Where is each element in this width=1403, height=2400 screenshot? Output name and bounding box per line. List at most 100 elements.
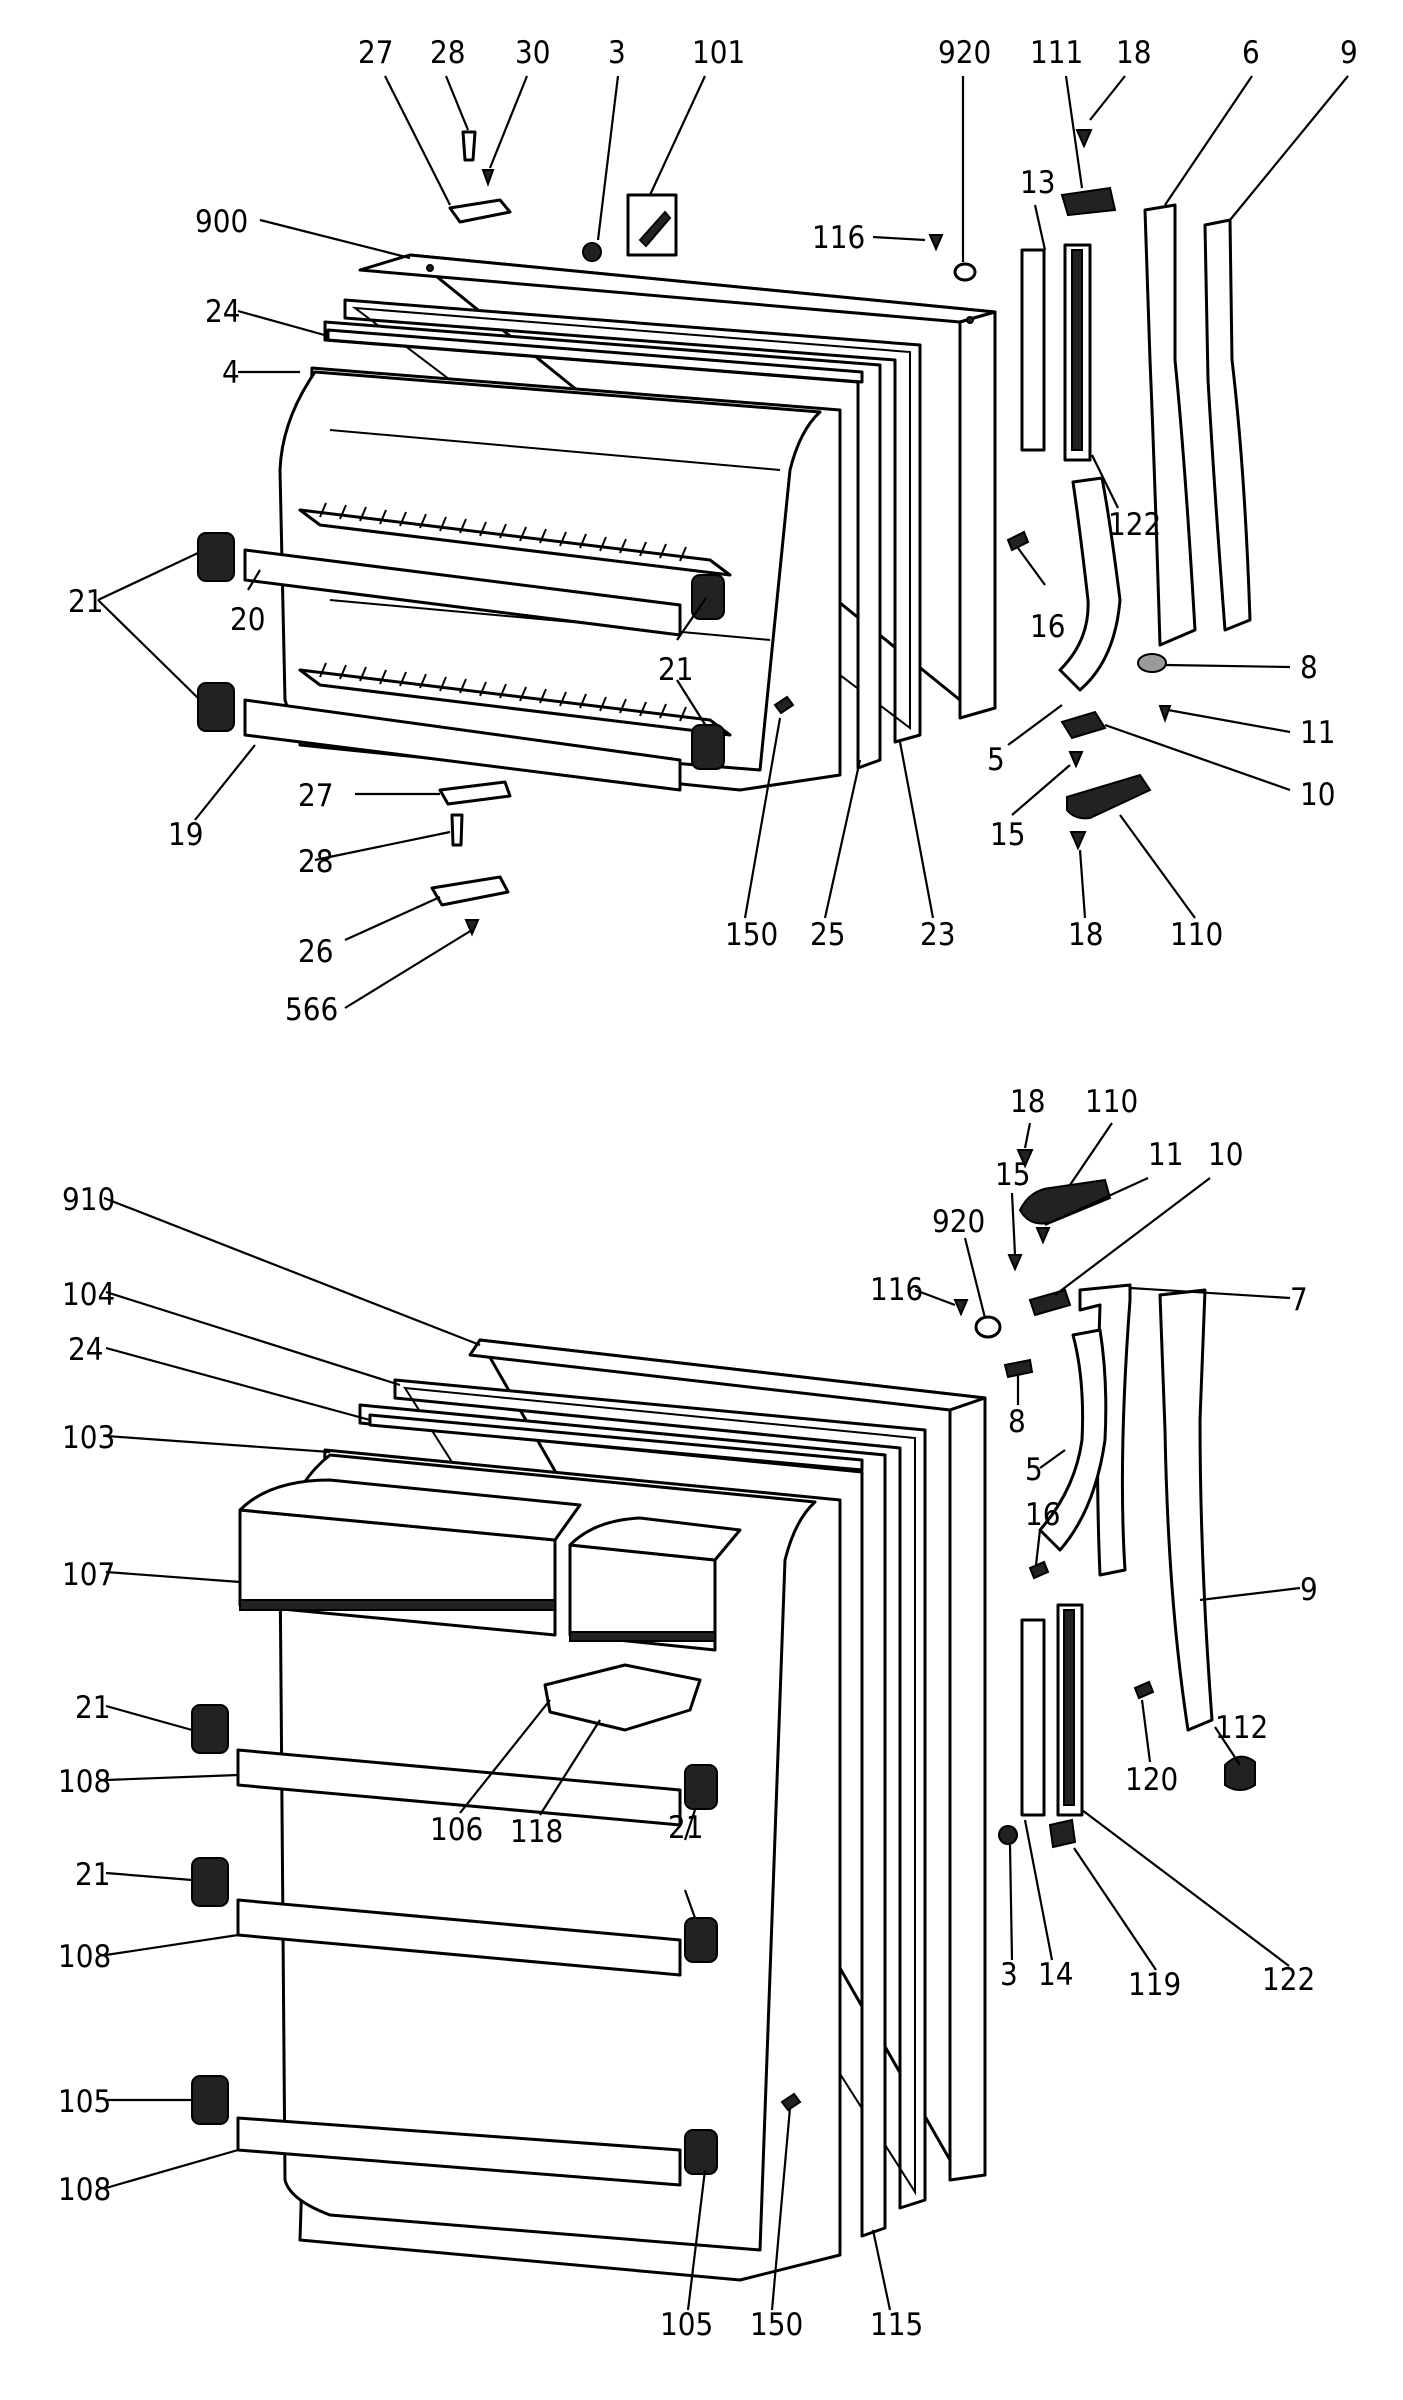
lower-callout-labels: 18 110 11 10 910 15 920 104 116 7 24 8 1… — [58, 1084, 1318, 2343]
callout-label: 27 — [358, 35, 393, 71]
screw-116-lower — [953, 1299, 969, 1317]
pin-28-bottom — [450, 813, 464, 847]
callout-label: 6 — [1242, 35, 1260, 71]
callout-label: 20 — [230, 602, 265, 638]
screw-11 — [1158, 705, 1172, 723]
callout-label: 150 — [725, 917, 778, 953]
callout-label: 11 — [1148, 1137, 1183, 1173]
callout-label: 5 — [987, 742, 1005, 778]
egg-tray-118 — [543, 1663, 702, 1732]
screw-150 — [773, 695, 795, 715]
shelf-19 — [243, 662, 732, 792]
callout-label: 910 — [62, 1182, 115, 1218]
callout-label: 122 — [1262, 1962, 1315, 1998]
channel-122-lower — [1056, 1603, 1084, 1817]
callout-label: 26 — [298, 934, 333, 970]
callout-label: 920 — [938, 35, 991, 71]
trim-24-lower — [368, 1413, 864, 1472]
callout-label: 18 — [1116, 35, 1151, 71]
shelf-rail-108-bottom — [236, 2116, 682, 2187]
callout-label: 108 — [58, 1939, 111, 1975]
callout-label: 21 — [75, 1690, 110, 1726]
callout-label: 4 — [222, 355, 240, 391]
pin-28-top — [461, 130, 477, 162]
hinge-110 — [1066, 773, 1152, 820]
screw-11-lower — [1035, 1227, 1051, 1245]
callout-label: 150 — [750, 2307, 803, 2343]
handle-5 — [1058, 476, 1122, 692]
shelf-rail-108-top — [236, 1748, 682, 1827]
callout-label: 9 — [1340, 35, 1358, 71]
callout-label: 3 — [608, 35, 626, 71]
callout-label: 106 — [430, 1812, 483, 1848]
door-liner-4 — [278, 366, 842, 792]
upper-door-assembly: 27 28 30 3 101 920 111 18 6 9 900 116 13… — [68, 35, 1358, 1028]
callout-label: 8 — [1300, 650, 1318, 686]
screw-30 — [481, 169, 495, 187]
screw-16 — [1006, 530, 1030, 552]
callout-label: 110 — [1085, 1084, 1138, 1120]
screw-16-lower — [1028, 1560, 1050, 1580]
screw-566 — [464, 919, 480, 937]
callout-label: 27 — [298, 778, 333, 814]
hinge-plate-26 — [430, 875, 510, 907]
callout-label: 103 — [62, 1420, 115, 1456]
callout-label: 118 — [510, 1814, 563, 1850]
callout-label: 116 — [870, 1272, 923, 1308]
callout-label: 13 — [1020, 165, 1055, 201]
callout-label: 19 — [168, 817, 203, 853]
shelf-end-cap-21-right-mid-lower — [684, 1917, 718, 1963]
callout-label: 7 — [1290, 1282, 1308, 1318]
callout-label: 16 — [1030, 609, 1065, 645]
screw-18-bottom — [1069, 831, 1087, 851]
handle-6 — [1143, 203, 1197, 647]
plug-920 — [953, 262, 977, 282]
callout-label: 122 — [1108, 507, 1161, 543]
dairy-door-106 — [568, 1516, 742, 1652]
shelf-end-cap-105-left — [191, 2075, 229, 2125]
washer-8 — [1137, 653, 1167, 673]
callout-label: 28 — [298, 844, 333, 880]
callout-label: 900 — [195, 204, 248, 240]
hinge-110-lower — [1018, 1178, 1112, 1225]
callout-label: 110 — [1170, 917, 1223, 953]
callout-label: 104 — [62, 1277, 115, 1313]
bracket-10 — [1060, 710, 1107, 740]
trim-strip-9 — [1203, 218, 1252, 632]
dairy-door-107 — [238, 1478, 582, 1637]
callout-label: 21 — [68, 584, 103, 620]
callout-label: 15 — [990, 817, 1025, 853]
callout-label: 10 — [1300, 777, 1335, 813]
callout-label: 107 — [62, 1557, 115, 1593]
callout-label: 16 — [1025, 1497, 1060, 1533]
bracket-10-lower — [1028, 1288, 1072, 1317]
shelf-end-cap-21-left-top-lower — [191, 1704, 229, 1754]
callout-label: 120 — [1125, 1762, 1178, 1798]
callout-label: 108 — [58, 2172, 111, 2208]
screw-116 — [928, 234, 944, 252]
shelf-end-cap-21-left-top — [197, 532, 235, 582]
callout-label: 5 — [1025, 1452, 1043, 1488]
callout-label: 21 — [668, 1810, 703, 1846]
cap-112 — [1224, 1755, 1256, 1791]
lower-door-assembly: 18 110 11 10 910 15 920 104 116 7 24 8 1… — [58, 1084, 1318, 2343]
callout-label: 21 — [658, 652, 693, 688]
lower-leader-lines — [103, 1122, 1301, 2311]
plug-3-lower — [998, 1825, 1018, 1845]
shelf-end-cap-21-right-top-lower — [684, 1764, 718, 1810]
strip-14 — [1020, 1618, 1046, 1817]
channel-122 — [1063, 243, 1092, 462]
shelf-rail-108-middle — [236, 1898, 682, 1977]
callout-label: 24 — [205, 294, 240, 330]
callout-label: 15 — [995, 1157, 1030, 1193]
screw-18-lower — [1016, 1149, 1034, 1169]
shelf-end-cap-21-left-bottom — [197, 682, 235, 732]
strip-13 — [1020, 248, 1046, 452]
callout-label: 9 — [1300, 1572, 1318, 1608]
screw-18-top — [1075, 129, 1093, 149]
callout-label: 101 — [692, 35, 745, 71]
callout-label: 23 — [920, 917, 955, 953]
hinge-111 — [1060, 186, 1117, 217]
callout-label: 8 — [1008, 1404, 1026, 1440]
